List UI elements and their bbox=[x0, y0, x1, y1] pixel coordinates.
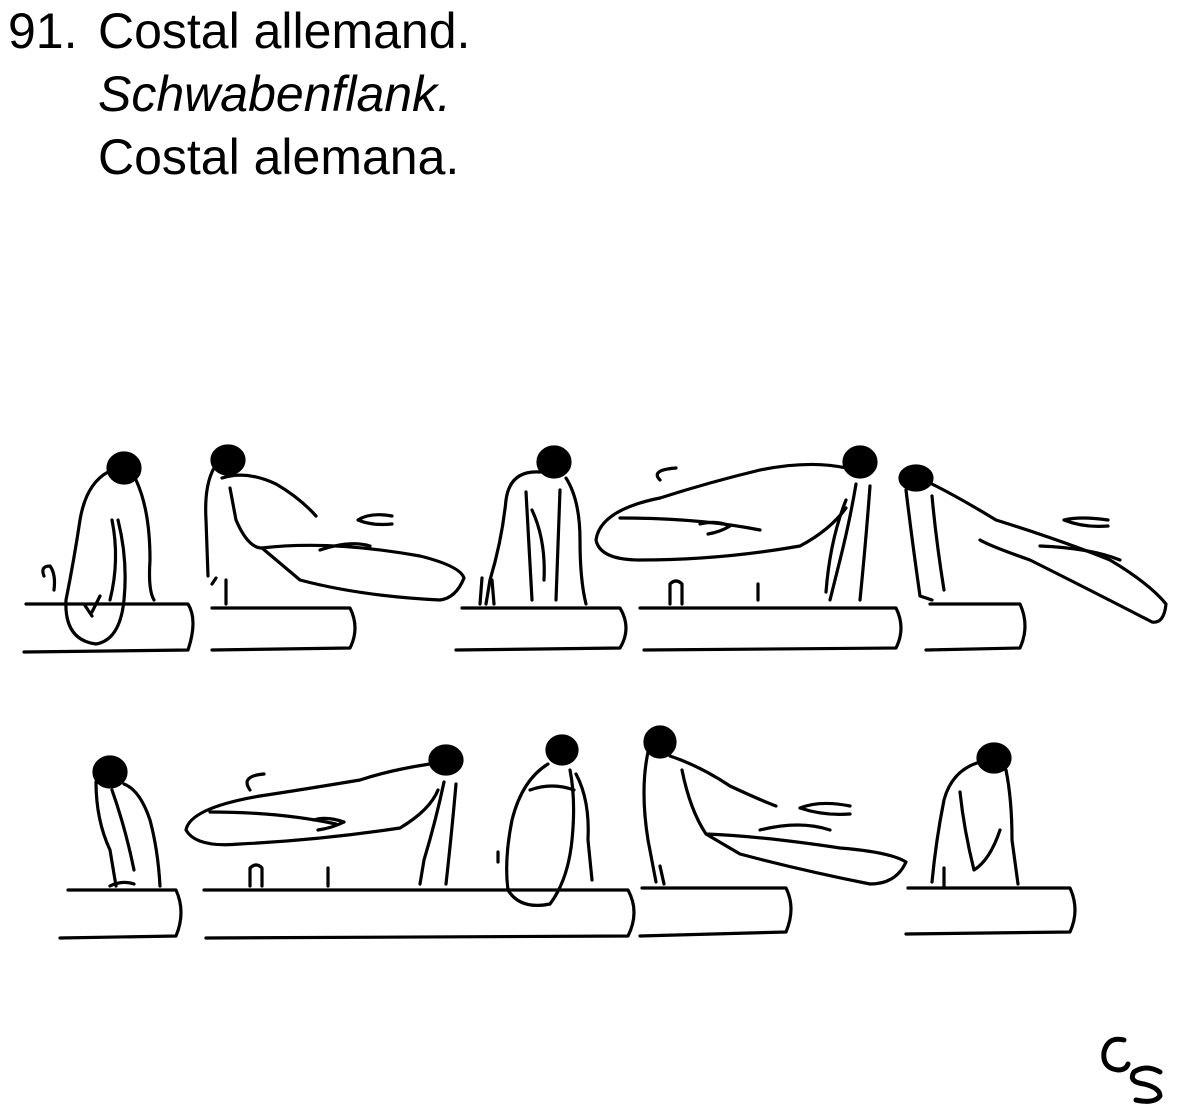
figure-top-4 bbox=[596, 447, 876, 600]
horse-top-row bbox=[24, 581, 1025, 652]
figure-bottom-1 bbox=[94, 757, 160, 886]
handwritten-signature bbox=[1098, 1032, 1170, 1106]
figure-bottom-4 bbox=[644, 727, 906, 884]
figure-top-1 bbox=[43, 453, 154, 644]
figure-top-2 bbox=[206, 446, 464, 604]
figure-bottom-3 bbox=[507, 736, 592, 905]
figure-bottom-5 bbox=[932, 744, 1018, 886]
figure-top-5 bbox=[900, 466, 1166, 622]
figure-top-3 bbox=[480, 447, 586, 604]
figure-bottom-2 bbox=[186, 746, 498, 884]
horse-bottom-row bbox=[60, 865, 1075, 938]
